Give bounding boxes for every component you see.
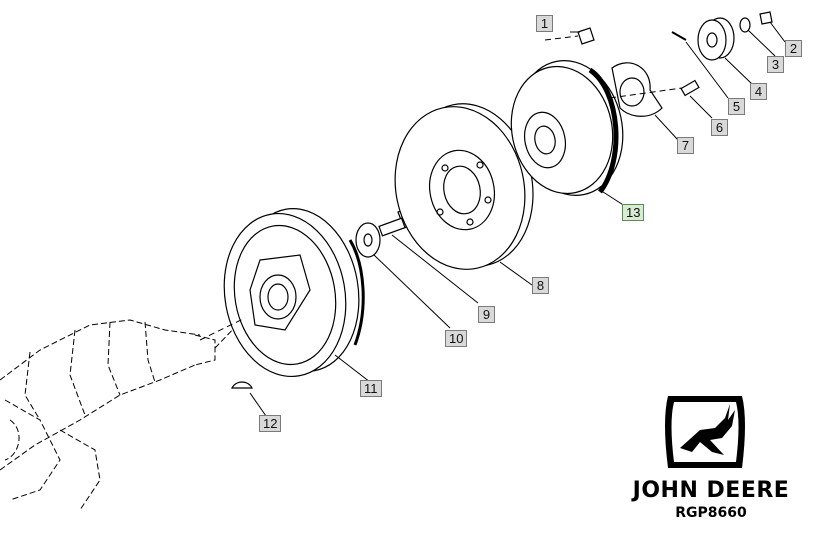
housing-bolt: [680, 79, 713, 119]
drive-pulley: [510, 60, 629, 209]
callout-4[interactable]: 4: [750, 83, 767, 100]
callout-12[interactable]: 12: [259, 415, 282, 432]
dowel-pin: [671, 31, 729, 99]
washer: [355, 222, 451, 329]
callout-13[interactable]: 13: [622, 204, 645, 221]
callout-8[interactable]: 8: [532, 277, 549, 294]
callout-1[interactable]: 1: [536, 15, 553, 32]
callout-2[interactable]: 2: [785, 40, 802, 57]
callout-7[interactable]: 7: [677, 137, 694, 154]
idler-pulley: [697, 17, 753, 85]
leaping-deer-icon: [665, 396, 745, 468]
idler-bolt: [759, 11, 786, 43]
callout-10[interactable]: 10: [445, 330, 468, 347]
small-washer: [739, 17, 776, 57]
callout-3[interactable]: 3: [767, 56, 784, 73]
callout-6[interactable]: 6: [711, 119, 728, 136]
top-bolt: [570, 27, 595, 45]
damper-pulley: [223, 208, 371, 383]
diagram-code: RGP8660: [675, 505, 747, 521]
callout-9[interactable]: 9: [478, 306, 495, 323]
callout-5[interactable]: 5: [728, 98, 745, 115]
crankshaft-pulley: [394, 103, 534, 286]
bearing-housing: [611, 62, 679, 141]
brand-name: JOHN DEERE: [632, 478, 790, 503]
assembly-axis: [199, 35, 683, 341]
woodruff-key: [231, 381, 267, 417]
crankshaft-outline: [0, 319, 241, 511]
callout-11[interactable]: 11: [360, 380, 382, 397]
